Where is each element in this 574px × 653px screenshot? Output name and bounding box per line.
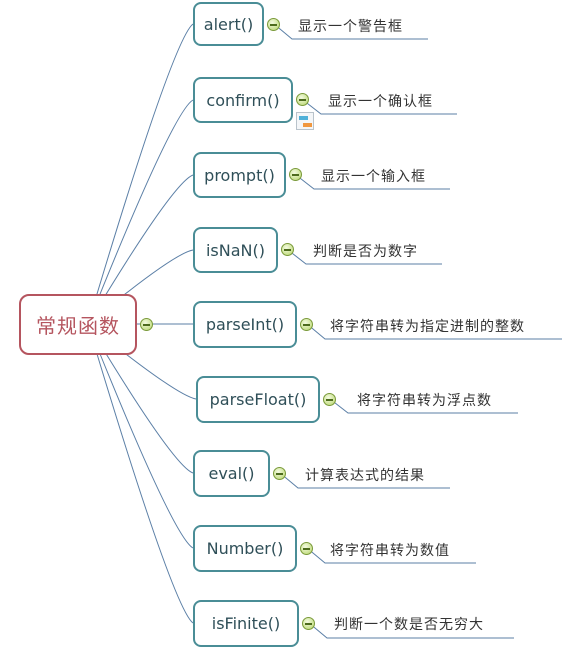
function-node-isnan[interactable]: isNaN() xyxy=(193,227,278,273)
function-name: parseFloat() xyxy=(209,390,307,409)
description-underline xyxy=(279,472,450,489)
connector-line xyxy=(87,323,194,549)
function-name: isNaN() xyxy=(205,240,265,260)
function-node-number[interactable]: Number() xyxy=(193,525,297,572)
collapse-minus-icon[interactable] xyxy=(302,617,315,630)
function-description: 判断是否为数字 xyxy=(313,244,418,260)
function-node-isfinite[interactable]: isFinite() xyxy=(193,600,299,647)
connector-line xyxy=(87,323,194,474)
function-description: 将字符串转为指定进制的整数 xyxy=(330,319,525,335)
function-name: isFinite() xyxy=(211,614,281,633)
function-description: 将字符串转为数值 xyxy=(330,543,450,559)
connector-line xyxy=(87,23,194,325)
collapse-minus-icon[interactable] xyxy=(296,93,309,106)
description-underline xyxy=(308,622,514,639)
collapse-minus-icon[interactable] xyxy=(281,243,294,256)
description-underline xyxy=(306,323,562,340)
description-underline xyxy=(273,23,428,40)
function-name: parseInt() xyxy=(205,315,285,334)
function-description: 将字符串转为浮点数 xyxy=(357,393,492,409)
function-name: confirm() xyxy=(206,90,280,110)
collapse-minus-icon[interactable] xyxy=(323,393,336,406)
description-underline xyxy=(306,547,476,564)
description-underline xyxy=(295,174,450,190)
description-underline xyxy=(302,99,457,115)
function-description: 计算表达式的结果 xyxy=(305,468,425,484)
function-name: prompt() xyxy=(204,165,275,185)
description-underline xyxy=(287,249,442,265)
note-icon[interactable] xyxy=(296,112,314,130)
function-node-parseint[interactable]: parseInt() xyxy=(193,301,297,348)
collapse-minus-icon[interactable] xyxy=(273,467,286,480)
function-description: 显示一个警告框 xyxy=(298,19,403,35)
function-node-alert[interactable]: alert() xyxy=(193,2,264,46)
function-description: 显示一个确认框 xyxy=(328,94,433,110)
function-node-parsefloat[interactable]: parseFloat() xyxy=(196,376,320,423)
function-name: eval() xyxy=(208,464,255,483)
root-collapse-icon[interactable] xyxy=(140,318,153,331)
function-name: Number() xyxy=(206,539,284,558)
connector-line xyxy=(87,174,194,325)
function-name: alert() xyxy=(203,14,254,34)
root-node[interactable]: 常规函数 xyxy=(19,294,137,355)
function-node-prompt[interactable]: prompt() xyxy=(193,152,286,198)
collapse-minus-icon[interactable] xyxy=(289,168,302,181)
connector-line xyxy=(87,323,194,624)
collapse-minus-icon[interactable] xyxy=(300,318,313,331)
function-node-confirm[interactable]: confirm() xyxy=(193,77,293,123)
collapse-minus-icon[interactable] xyxy=(267,18,280,31)
description-underline xyxy=(329,398,518,414)
function-description: 判断一个数是否无穷大 xyxy=(334,617,484,633)
root-node-label: 常规函数 xyxy=(36,314,120,338)
connector-line xyxy=(87,99,194,325)
function-node-eval[interactable]: eval() xyxy=(193,450,270,497)
collapse-minus-icon[interactable] xyxy=(300,542,313,555)
function-description: 显示一个输入框 xyxy=(321,169,426,185)
